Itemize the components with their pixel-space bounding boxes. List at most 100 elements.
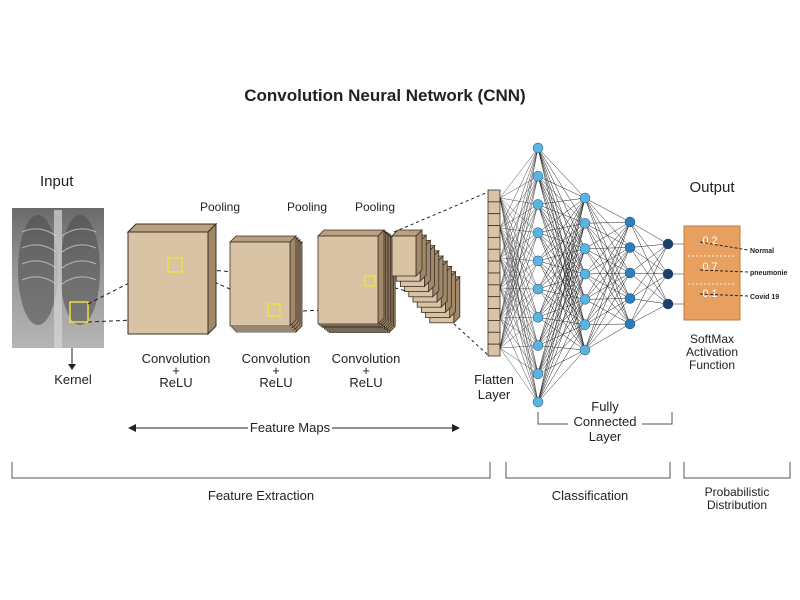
edge <box>584 221 631 300</box>
edge <box>499 257 539 290</box>
edge <box>499 317 539 403</box>
edge <box>537 232 586 249</box>
edge <box>537 204 586 275</box>
edge <box>537 223 586 403</box>
flatten-label: Flatten Layer <box>474 372 514 402</box>
edge <box>584 221 631 325</box>
pooling-label-2: Pooling <box>287 200 327 214</box>
node-layer3-5 <box>624 318 636 330</box>
kernel-box-1 <box>167 257 183 273</box>
conv-label-3: Convolution + ReLU <box>332 351 401 390</box>
section-probabilistic: Probabilistic Distribution <box>705 485 770 512</box>
edge <box>537 288 586 325</box>
edge <box>584 221 631 249</box>
edge <box>537 197 586 318</box>
edge <box>499 176 539 349</box>
output-class-1: Normal <box>750 248 774 255</box>
edge <box>499 176 539 259</box>
feature-map-3 <box>317 229 397 334</box>
edge <box>537 324 586 403</box>
edge <box>537 223 586 318</box>
output-value-3: 0.1 <box>702 288 717 300</box>
edge <box>537 175 586 199</box>
edge <box>499 317 539 319</box>
edge <box>537 349 586 403</box>
edge <box>584 272 631 351</box>
edge <box>499 289 539 349</box>
edge <box>499 147 539 319</box>
edge <box>499 232 539 349</box>
edge <box>499 287 539 374</box>
softmax-separators <box>688 255 736 285</box>
edge <box>499 287 539 346</box>
edge <box>537 232 586 351</box>
edge <box>499 204 539 259</box>
svg-text:Layer: Layer <box>478 387 511 402</box>
edge <box>499 257 539 403</box>
node-layer4-3 <box>662 298 674 310</box>
edge <box>499 345 539 349</box>
edge <box>537 248 586 346</box>
edge <box>629 221 669 275</box>
edge <box>499 147 539 349</box>
softmax-box <box>683 225 741 321</box>
edge <box>499 204 539 289</box>
network-edges <box>499 147 684 403</box>
edge <box>537 260 586 351</box>
flatten-cell <box>487 272 501 286</box>
output-class-2: pneumonie <box>750 270 787 277</box>
edge <box>537 176 586 351</box>
edge <box>537 324 586 374</box>
flatten-cell <box>487 201 501 215</box>
edge <box>537 147 586 199</box>
edge <box>584 298 631 351</box>
edge <box>537 248 586 374</box>
conv-label-1: Convolution + ReLU <box>142 351 211 390</box>
kernel-box <box>364 275 376 287</box>
svg-text:Probabilistic: Probabilistic <box>705 485 770 499</box>
edge <box>629 272 669 275</box>
edge <box>537 223 586 262</box>
edge <box>537 204 586 325</box>
node-layer2-6 <box>579 319 591 330</box>
edge <box>499 147 539 259</box>
edge <box>537 204 586 351</box>
edge <box>537 273 586 318</box>
svg-text:Activation: Activation <box>686 345 738 359</box>
node-layer2-4 <box>579 268 591 280</box>
edge <box>537 232 586 300</box>
edge <box>499 204 539 229</box>
edge <box>499 147 539 199</box>
edge <box>499 260 539 349</box>
edge <box>537 260 586 275</box>
svg-text:ReLU: ReLU <box>259 375 292 390</box>
node-layer3-4 <box>624 293 636 304</box>
edge <box>537 176 586 275</box>
flatten-cell <box>487 213 501 226</box>
flatten-cell <box>487 284 501 298</box>
edge <box>537 273 586 374</box>
svg-text:Function: Function <box>689 358 735 372</box>
edge <box>537 260 586 300</box>
edge <box>584 221 631 275</box>
edge <box>499 347 539 374</box>
edge <box>537 197 586 205</box>
node-layer1-6 <box>532 283 544 295</box>
edge <box>499 204 539 349</box>
feature-map-1 <box>126 222 218 336</box>
edge <box>537 324 586 346</box>
flatten-cell <box>487 320 501 333</box>
edge <box>537 299 586 403</box>
edge <box>537 197 586 346</box>
feature-maps-label: Feature Maps <box>250 420 331 435</box>
probabilistic-bracket <box>683 462 791 479</box>
flatten-cell <box>487 260 501 274</box>
edge <box>629 247 669 305</box>
edge <box>499 176 539 319</box>
edge <box>537 288 586 351</box>
edge <box>537 273 586 403</box>
section-classification: Classification <box>552 488 629 503</box>
edge <box>499 227 539 262</box>
edge <box>499 317 539 346</box>
